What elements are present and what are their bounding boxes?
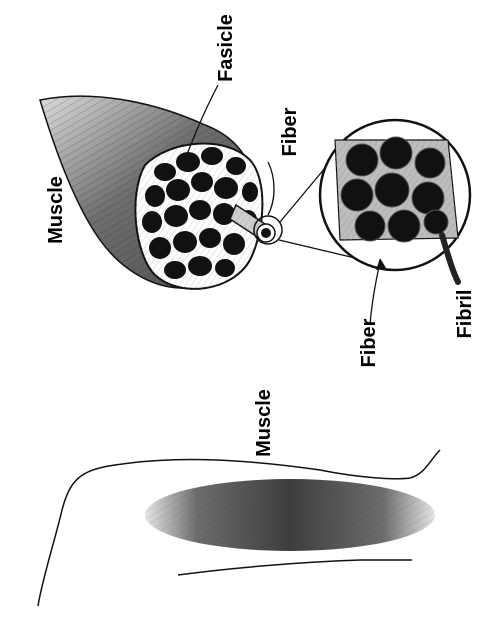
- label-fiber-bottom: Fiber: [358, 318, 380, 367]
- fiber-bundle-zoom: [335, 137, 458, 242]
- label-muscle-section: Muscle: [45, 176, 67, 244]
- fiber-bottom-arrow: [370, 262, 380, 325]
- fiber-top-leader: [268, 162, 274, 215]
- label-fiber-top: Fiber: [279, 107, 301, 156]
- label-fibril: Fibril: [454, 290, 476, 339]
- label-fasicle: Fasicle: [215, 14, 237, 82]
- muscle-section-group: [40, 96, 470, 289]
- label-muscle-whole: Muscle: [253, 389, 275, 457]
